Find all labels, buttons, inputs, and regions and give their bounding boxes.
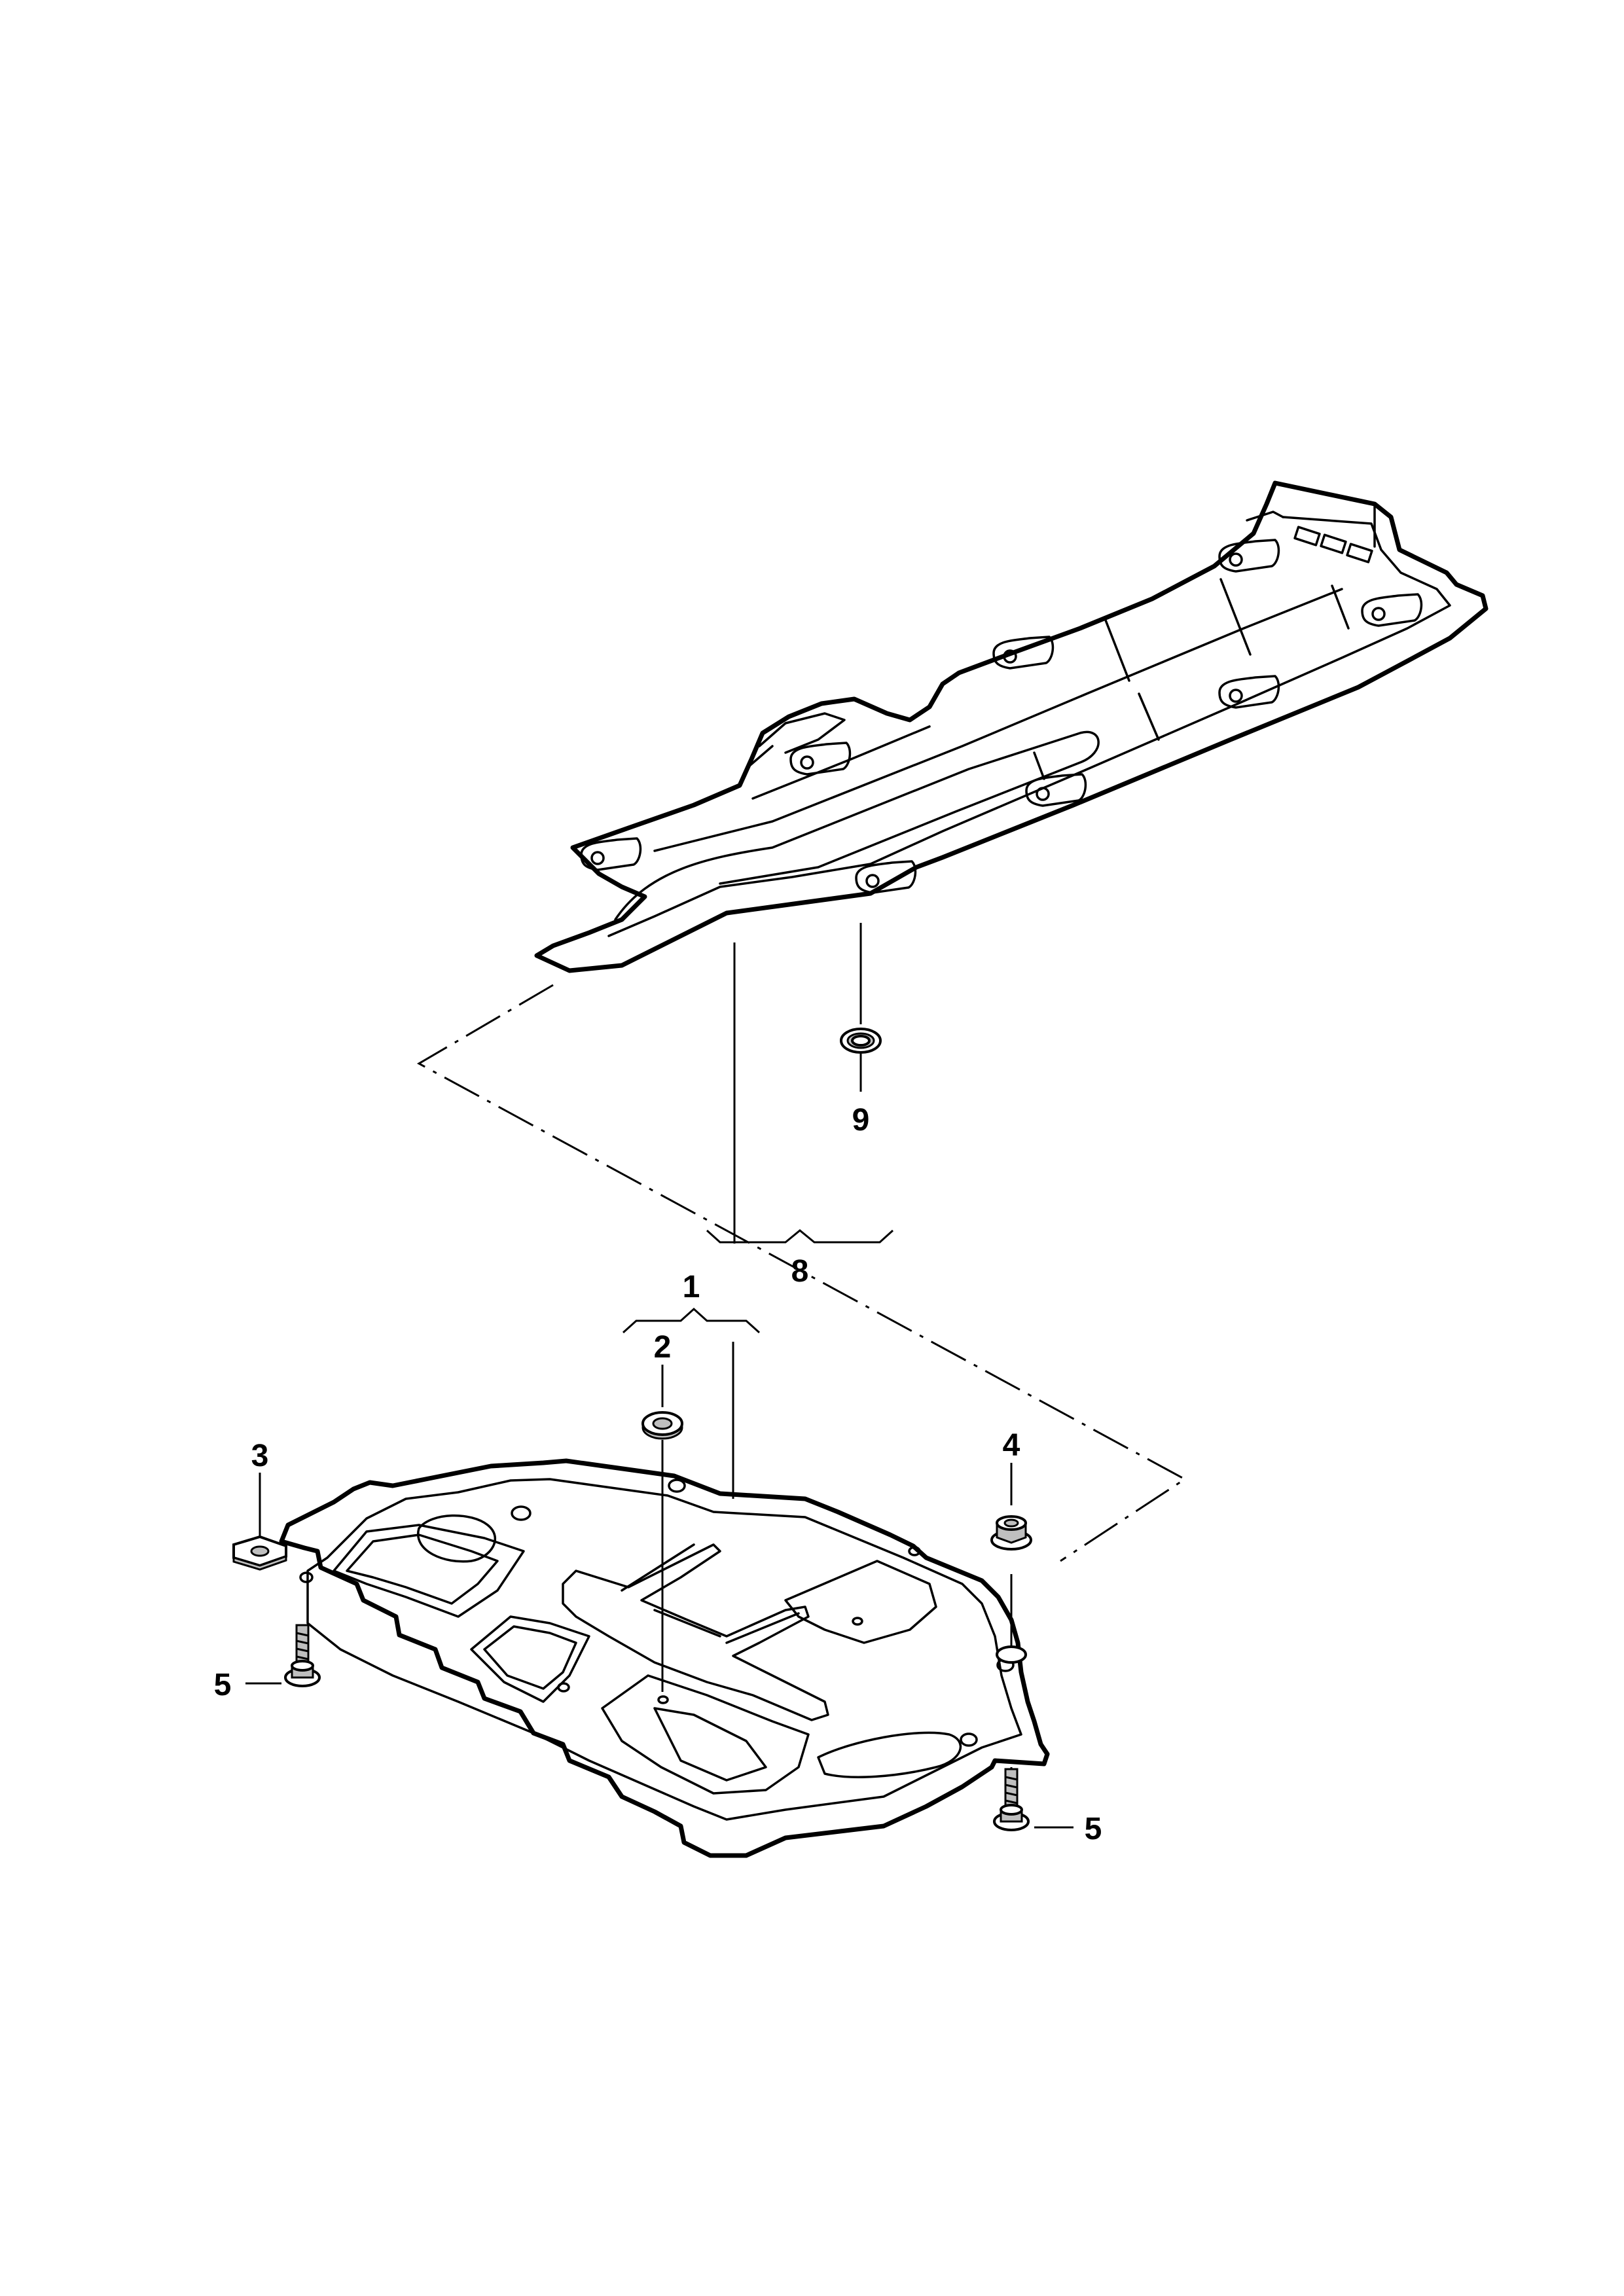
lower-shield-right-panel	[784, 1560, 937, 1644]
callout-3: 3	[251, 1439, 269, 1473]
lower-shield-inner-flange	[306, 1478, 1022, 1821]
callout-5-left: 5	[214, 1668, 232, 1702]
upper-underbody-shield	[534, 480, 1489, 973]
part-9-grommet	[840, 1028, 882, 1054]
group-brackets	[622, 1229, 894, 1334]
part-5-bolt-left	[284, 1624, 321, 1687]
leader-lines	[245, 923, 1074, 1829]
bracket-part-8	[706, 1229, 894, 1244]
lower-shield-left-pocket	[333, 1524, 525, 1618]
callout-1: 1	[683, 1270, 700, 1304]
upper-shield-outline	[534, 480, 1489, 973]
callout-9: 9	[852, 1103, 870, 1138]
lower-shield-front-recess-ramp	[653, 1707, 767, 1782]
upper-shield-tunnel-ridge	[614, 730, 1100, 921]
part-3-clip-nut	[232, 1535, 287, 1571]
upper-shield-side-channel	[748, 725, 931, 800]
bracket-part-1	[622, 1307, 761, 1334]
upper-shield-rear-vents	[1293, 526, 1373, 564]
lower-shield-left-pocket-inner	[346, 1534, 499, 1605]
lower-shield-cross-rail	[621, 1543, 800, 1644]
lower-shield-oval-vent	[416, 1514, 497, 1563]
lower-shield-mount-holes	[299, 1479, 1015, 1747]
callout-4: 4	[1003, 1428, 1020, 1463]
part-4-seat-washer	[996, 1645, 1027, 1664]
lower-shield-mid-pocket-inner	[483, 1625, 577, 1690]
upper-shield-inner-flange	[607, 516, 1451, 937]
part-4-flange-nut	[990, 1515, 1032, 1551]
lower-engine-shield	[279, 1458, 1050, 1858]
upper-shield-rear-edge	[1246, 503, 1376, 548]
assembly-lines	[416, 984, 1187, 1562]
lower-shield-front-slot	[817, 1731, 962, 1778]
lower-shield-front-recess	[601, 1674, 810, 1795]
assembly-line-left	[416, 984, 1187, 1562]
lower-shield-mid-pocket	[470, 1615, 590, 1703]
upper-shield-ribs	[1033, 578, 1350, 780]
lower-shield-outline	[279, 1458, 1050, 1858]
callout-8: 8	[791, 1254, 809, 1289]
upper-shield-tunnel-edge	[653, 588, 1343, 852]
callout-5-right: 5	[1085, 1812, 1102, 1846]
part-2-grommet	[641, 1411, 683, 1440]
callout-2: 2	[654, 1330, 672, 1365]
upper-shield-front-notch	[758, 712, 846, 754]
callout-labels: 1 2 3 4 5 5 8 9	[214, 1103, 1102, 1846]
part-5-bolt-right	[993, 1768, 1030, 1831]
upper-shield-mount-tabs	[580, 539, 1423, 894]
